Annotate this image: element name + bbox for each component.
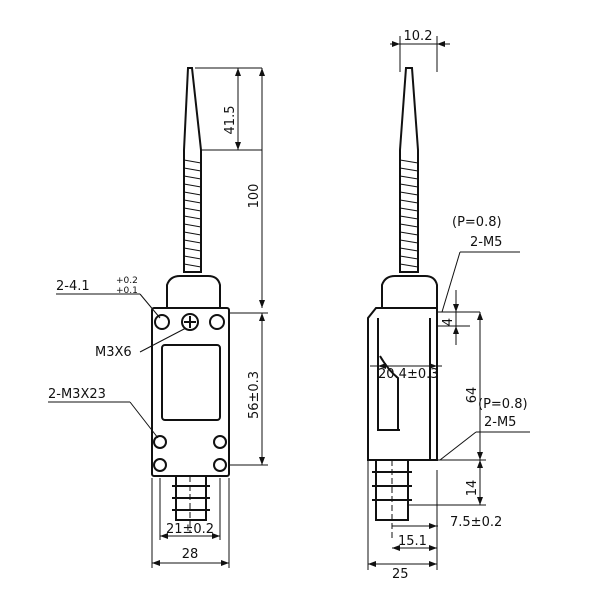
front-hole-bottom-left-1 bbox=[153, 435, 167, 449]
front-spring-rod bbox=[183, 67, 202, 273]
dim-total-height: 100 bbox=[247, 184, 262, 209]
mount-screw-label: 2-M3X23 bbox=[48, 387, 106, 402]
front-head bbox=[166, 275, 221, 308]
hole-label: 2-4.1 bbox=[56, 279, 90, 294]
front-window bbox=[161, 344, 221, 421]
pitch-top: (P=0.8) bbox=[452, 215, 502, 230]
front-body bbox=[151, 307, 230, 477]
hole-tol-top: +0.2 bbox=[116, 276, 138, 286]
pitch-bottom: (P=0.8) bbox=[478, 397, 528, 412]
front-spring-coils bbox=[183, 159, 202, 268]
front-hole-bottom-right-2 bbox=[213, 458, 227, 472]
hole-tol-bottom: +0.1 bbox=[116, 286, 138, 296]
dim-hole-spacing: 21±0.2 bbox=[166, 522, 214, 537]
dim-depth: 20.4±0.3 bbox=[378, 367, 439, 382]
thread-bottom: 2-M5 bbox=[484, 415, 516, 430]
dim-total-depth: 25 bbox=[392, 567, 409, 582]
side-head bbox=[381, 275, 438, 308]
thread-top: 2-M5 bbox=[470, 235, 502, 250]
side-view: 10.2 (P=0.8) 2-M5 4 20.4±0.3 64 (P=0.8) … bbox=[367, 29, 530, 582]
front-hole-bottom-left-2 bbox=[153, 458, 167, 472]
screw-label: M3X6 bbox=[95, 345, 132, 360]
dim-small: 4 bbox=[441, 318, 456, 326]
dim-base: 15.1 bbox=[398, 534, 427, 549]
front-hole-bottom-right-1 bbox=[213, 435, 227, 449]
front-screw-top bbox=[181, 313, 199, 331]
dim-rod-width: 10.2 bbox=[404, 29, 433, 44]
dim-offset: 7.5±0.2 bbox=[450, 515, 502, 530]
side-spring-rod bbox=[399, 67, 419, 273]
front-hole-top-right bbox=[209, 314, 225, 330]
front-view: 41.5 100 56±0.3 21±0.2 28 2-4.1 +0.2 +0.… bbox=[48, 67, 268, 568]
side-spring-coils bbox=[399, 159, 419, 268]
dim-plunger: 14 bbox=[465, 480, 480, 497]
front-hole-top-left bbox=[154, 314, 170, 330]
dim-body-height-side: 64 bbox=[465, 387, 480, 404]
dim-body-height: 56±0.3 bbox=[247, 371, 262, 419]
side-body bbox=[367, 307, 438, 461]
dim-body-width: 28 bbox=[182, 547, 199, 562]
dim-rod-length: 41.5 bbox=[223, 106, 238, 135]
